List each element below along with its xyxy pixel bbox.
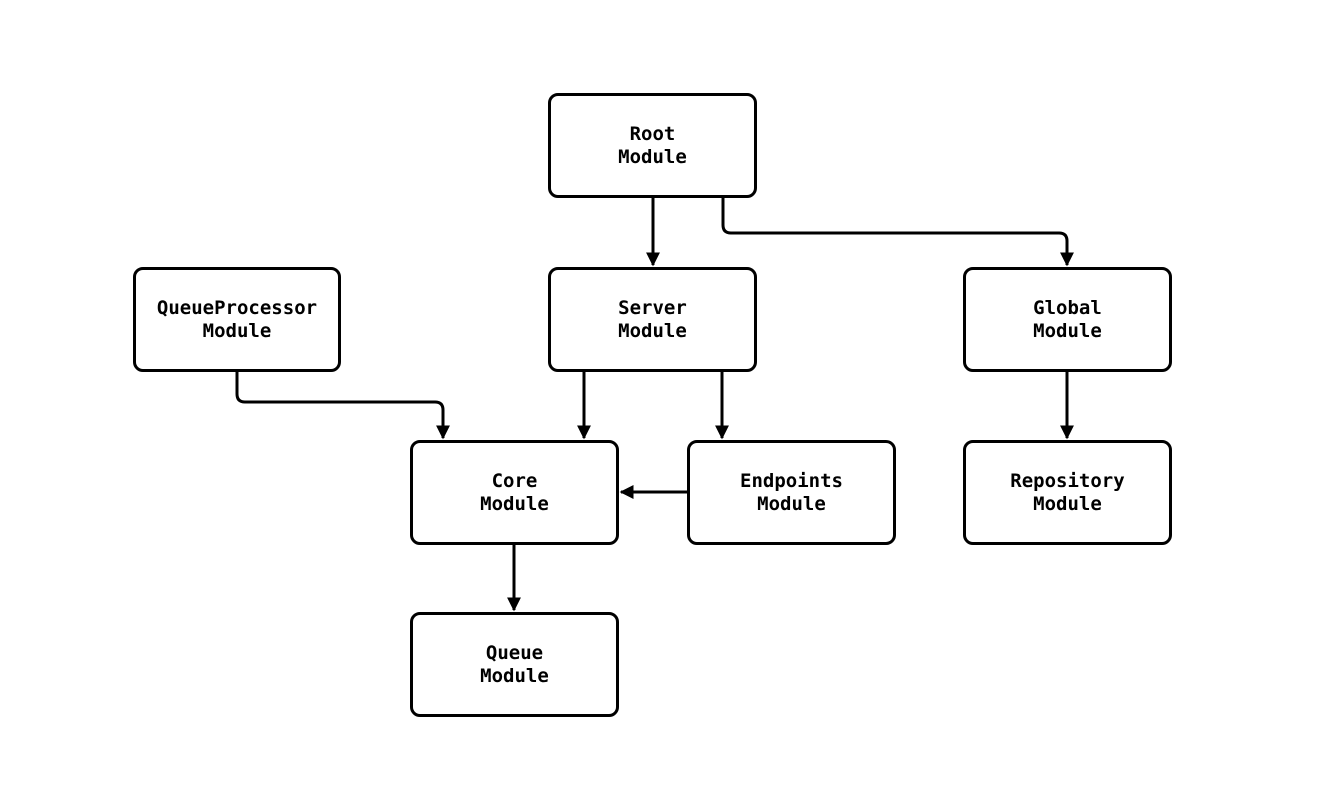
node-global: Global Module: [963, 267, 1172, 372]
edge-queueprocessor-core: [235, 372, 450, 440]
edge-root-global: [721, 198, 1074, 267]
node-label: Endpoints Module: [740, 469, 843, 515]
node-queue: Queue Module: [410, 612, 619, 717]
node-label: Queue Module: [480, 641, 549, 687]
node-root: Root Module: [548, 93, 757, 198]
node-label: Core Module: [480, 469, 549, 515]
node-server: Server Module: [548, 267, 757, 372]
node-queueprocessor: QueueProcessor Module: [133, 267, 341, 372]
node-repository: Repository Module: [963, 440, 1172, 545]
node-core: Core Module: [410, 440, 619, 545]
node-endpoints: Endpoints Module: [687, 440, 896, 545]
node-label: Root Module: [618, 122, 687, 168]
node-label: Repository Module: [1010, 469, 1125, 515]
node-label: Server Module: [618, 296, 687, 342]
node-label: QueueProcessor Module: [156, 296, 318, 342]
node-label: Global Module: [1033, 296, 1102, 342]
